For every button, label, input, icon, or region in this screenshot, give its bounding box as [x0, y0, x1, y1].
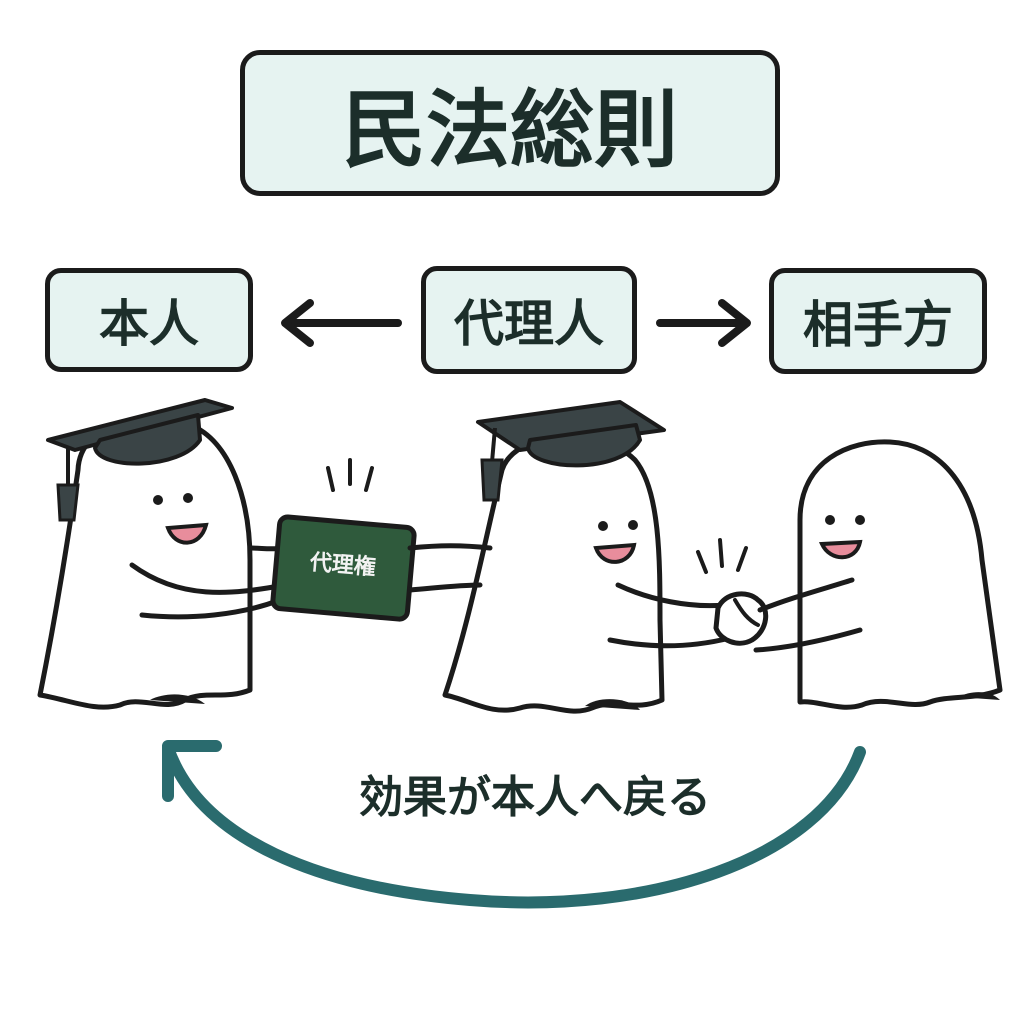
page-title: 民法総則 [240, 50, 780, 196]
agent-ghost [407, 400, 733, 714]
graduation-cap-icon [46, 398, 234, 522]
node-counterparty: 相手方 [769, 268, 987, 374]
arrow-left-icon [281, 299, 402, 347]
arrow-right-icon [656, 299, 751, 347]
counterparty-ghost [753, 439, 1003, 710]
principal-ghost [37, 398, 288, 710]
return-arrow-icon [162, 740, 866, 909]
effect-label: 効果が本人へ戻る [359, 772, 711, 823]
handshake-icon [696, 538, 769, 646]
authority-card [270, 458, 417, 622]
node-principal: 本人 [45, 268, 253, 372]
node-agent: 代理人 [421, 266, 637, 374]
graduation-cap-icon [476, 400, 666, 502]
